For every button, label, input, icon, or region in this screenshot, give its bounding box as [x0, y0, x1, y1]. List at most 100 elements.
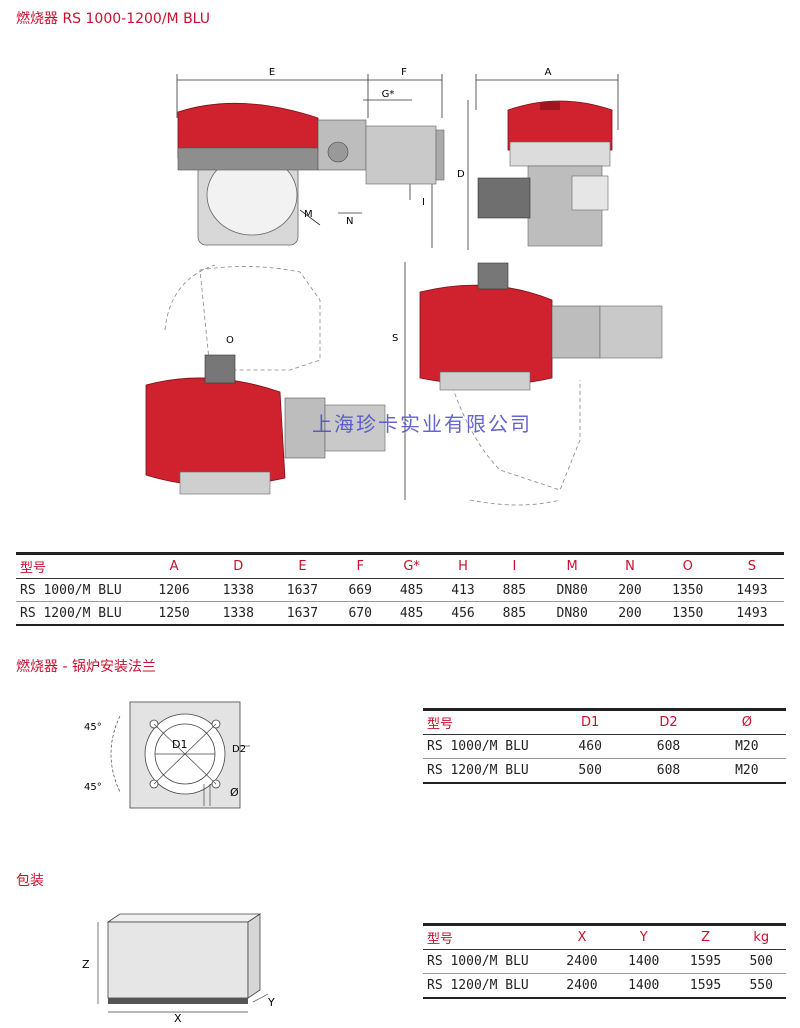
- packaging-drawing: Z X Y: [82, 913, 275, 1022]
- table-cell: 1595: [689, 978, 722, 993]
- table-cell: 1595: [689, 954, 722, 969]
- table-cell: 885: [502, 605, 527, 621]
- label-e: E: [269, 67, 275, 78]
- table-header-cell: D1: [581, 715, 600, 730]
- table-cell: RS 1000/M BLU: [427, 739, 529, 754]
- table-header-cell: S: [747, 559, 757, 574]
- table-cell: 1338: [222, 582, 254, 598]
- table-cell: 485: [399, 582, 424, 598]
- table-cell: 1637: [286, 605, 319, 621]
- table-header-cell: X: [577, 930, 587, 945]
- table-cell: 500: [749, 954, 773, 969]
- table-header-cell: D2: [659, 715, 678, 730]
- label-f: F: [401, 67, 407, 78]
- table-row: RS 1000/M BLU 1206 1338 1637 669 485 413…: [16, 579, 784, 602]
- table-cell: 550: [749, 978, 773, 993]
- table-row: RS 1000/M BLU 460 608 M20: [423, 735, 786, 759]
- table-header-cell: 型号: [427, 932, 454, 947]
- flange-drawing: 45° 45° D1 D2 Ø: [84, 701, 250, 809]
- table-header-row: 型号 D1 D2 Ø: [423, 709, 786, 735]
- burner-front-view: [477, 100, 613, 247]
- table-cell: 885: [502, 582, 527, 598]
- label-a: A: [545, 67, 552, 78]
- table-cell: 1493: [736, 582, 768, 598]
- packaging-x-label: X: [174, 1012, 182, 1022]
- table-header-cell: Ø: [741, 715, 752, 730]
- table-cell: M20: [735, 739, 759, 754]
- table-cell: 200: [618, 582, 642, 598]
- table-cell: 485: [399, 605, 424, 621]
- packaging-table: 型号 X Y Z kg RS 1000/M BLU 2400 1400 1595…: [423, 923, 786, 999]
- table-cell: 1206: [158, 582, 190, 598]
- table-cell: RS 1000/M BLU: [20, 582, 122, 598]
- burner-upper-right: [419, 262, 663, 391]
- table-cell: 2400: [566, 954, 598, 969]
- label-g: G*: [382, 89, 395, 100]
- table-cell: RS 1200/M BLU: [427, 978, 529, 993]
- packaging-y-label: Y: [267, 996, 275, 1009]
- table-cell: 670: [348, 605, 372, 621]
- table-header-cell: G*: [403, 559, 420, 574]
- label-m: M: [304, 209, 313, 220]
- table-cell: 1250: [158, 605, 190, 621]
- table-cell: 1637: [286, 582, 319, 598]
- table-cell: 456: [451, 605, 475, 621]
- table-cell: DN80: [556, 582, 588, 598]
- table-header-row: 型号 A D E F G* H I M N O S: [16, 553, 784, 579]
- table-header-cell: I: [512, 559, 517, 574]
- table-cell: 413: [451, 582, 475, 598]
- table-header-cell: Z: [701, 930, 710, 945]
- table-header-cell: O: [682, 559, 693, 574]
- table-row: RS 1200/M BLU 1250 1338 1637 670 485 456…: [16, 602, 784, 625]
- table-cell: RS 1000/M BLU: [427, 954, 529, 969]
- table-header-cell: kg: [753, 930, 770, 945]
- label-n: N: [346, 216, 353, 227]
- table-header-cell: D: [233, 559, 244, 574]
- table-header-cell: 型号: [427, 717, 454, 732]
- label-d: D: [457, 169, 465, 180]
- flange-d1-label: D1: [172, 738, 187, 751]
- burner-side-view: [177, 102, 445, 246]
- table-header-row: 型号 X Y Z kg: [423, 924, 786, 950]
- table-cell: DN80: [556, 605, 588, 621]
- table-row: RS 1200/M BLU 500 608 M20: [423, 759, 786, 783]
- watermark-text: 上海珍卡实业有限公司: [312, 412, 532, 436]
- table-cell: 460: [578, 739, 602, 754]
- flange-section-title: 燃烧器 - 锅炉安装法兰: [16, 659, 156, 675]
- table-header-cell: 型号: [20, 561, 47, 576]
- burner-lower-left: [145, 354, 386, 495]
- burner-drawing: E F G* A H D I M N O S: [145, 67, 663, 506]
- flange-phi-label: Ø: [230, 786, 239, 799]
- table-cell: RS 1200/M BLU: [427, 763, 529, 778]
- table-cell: 1350: [672, 582, 704, 598]
- packaging-z-label: Z: [82, 958, 90, 971]
- table-row: RS 1000/M BLU 2400 1400 1595 500: [423, 950, 786, 974]
- table-header-cell: E: [298, 559, 307, 574]
- table-cell: 1400: [628, 954, 660, 969]
- table-cell: 1400: [628, 978, 660, 993]
- label-s: S: [392, 333, 398, 344]
- page-title: 燃烧器 RS 1000-1200/M BLU: [16, 11, 211, 27]
- flange-table: 型号 D1 D2 Ø RS 1000/M BLU 460 608 M20 RS …: [423, 708, 786, 784]
- table-header-cell: A: [169, 559, 179, 574]
- table-header-cell: M: [566, 559, 578, 574]
- table-cell: 608: [656, 763, 681, 778]
- dimensions-table: 型号 A D E F G* H I M N O S RS 1000/M BLU …: [16, 552, 784, 626]
- table-row: RS 1200/M BLU 2400 1400 1595 550: [423, 974, 786, 998]
- table-cell: 669: [348, 582, 372, 598]
- table-cell: 1338: [222, 605, 254, 621]
- flange-d2-label: D2: [232, 744, 246, 755]
- table-header-cell: H: [458, 559, 468, 574]
- flange-angle-top-label: 45°: [84, 722, 102, 733]
- table-cell: 1493: [736, 605, 768, 621]
- table-cell: 1350: [672, 605, 704, 621]
- table-cell: RS 1200/M BLU: [20, 605, 122, 621]
- table-header-cell: Y: [639, 930, 648, 945]
- label-o: O: [226, 335, 234, 346]
- table-cell: 500: [578, 763, 602, 778]
- table-header-cell: F: [356, 559, 364, 574]
- rotation-outline: [164, 264, 581, 506]
- table-header-cell: N: [625, 559, 635, 574]
- flange-angle-bottom-label: 45°: [84, 782, 102, 793]
- table-cell: 608: [656, 739, 681, 754]
